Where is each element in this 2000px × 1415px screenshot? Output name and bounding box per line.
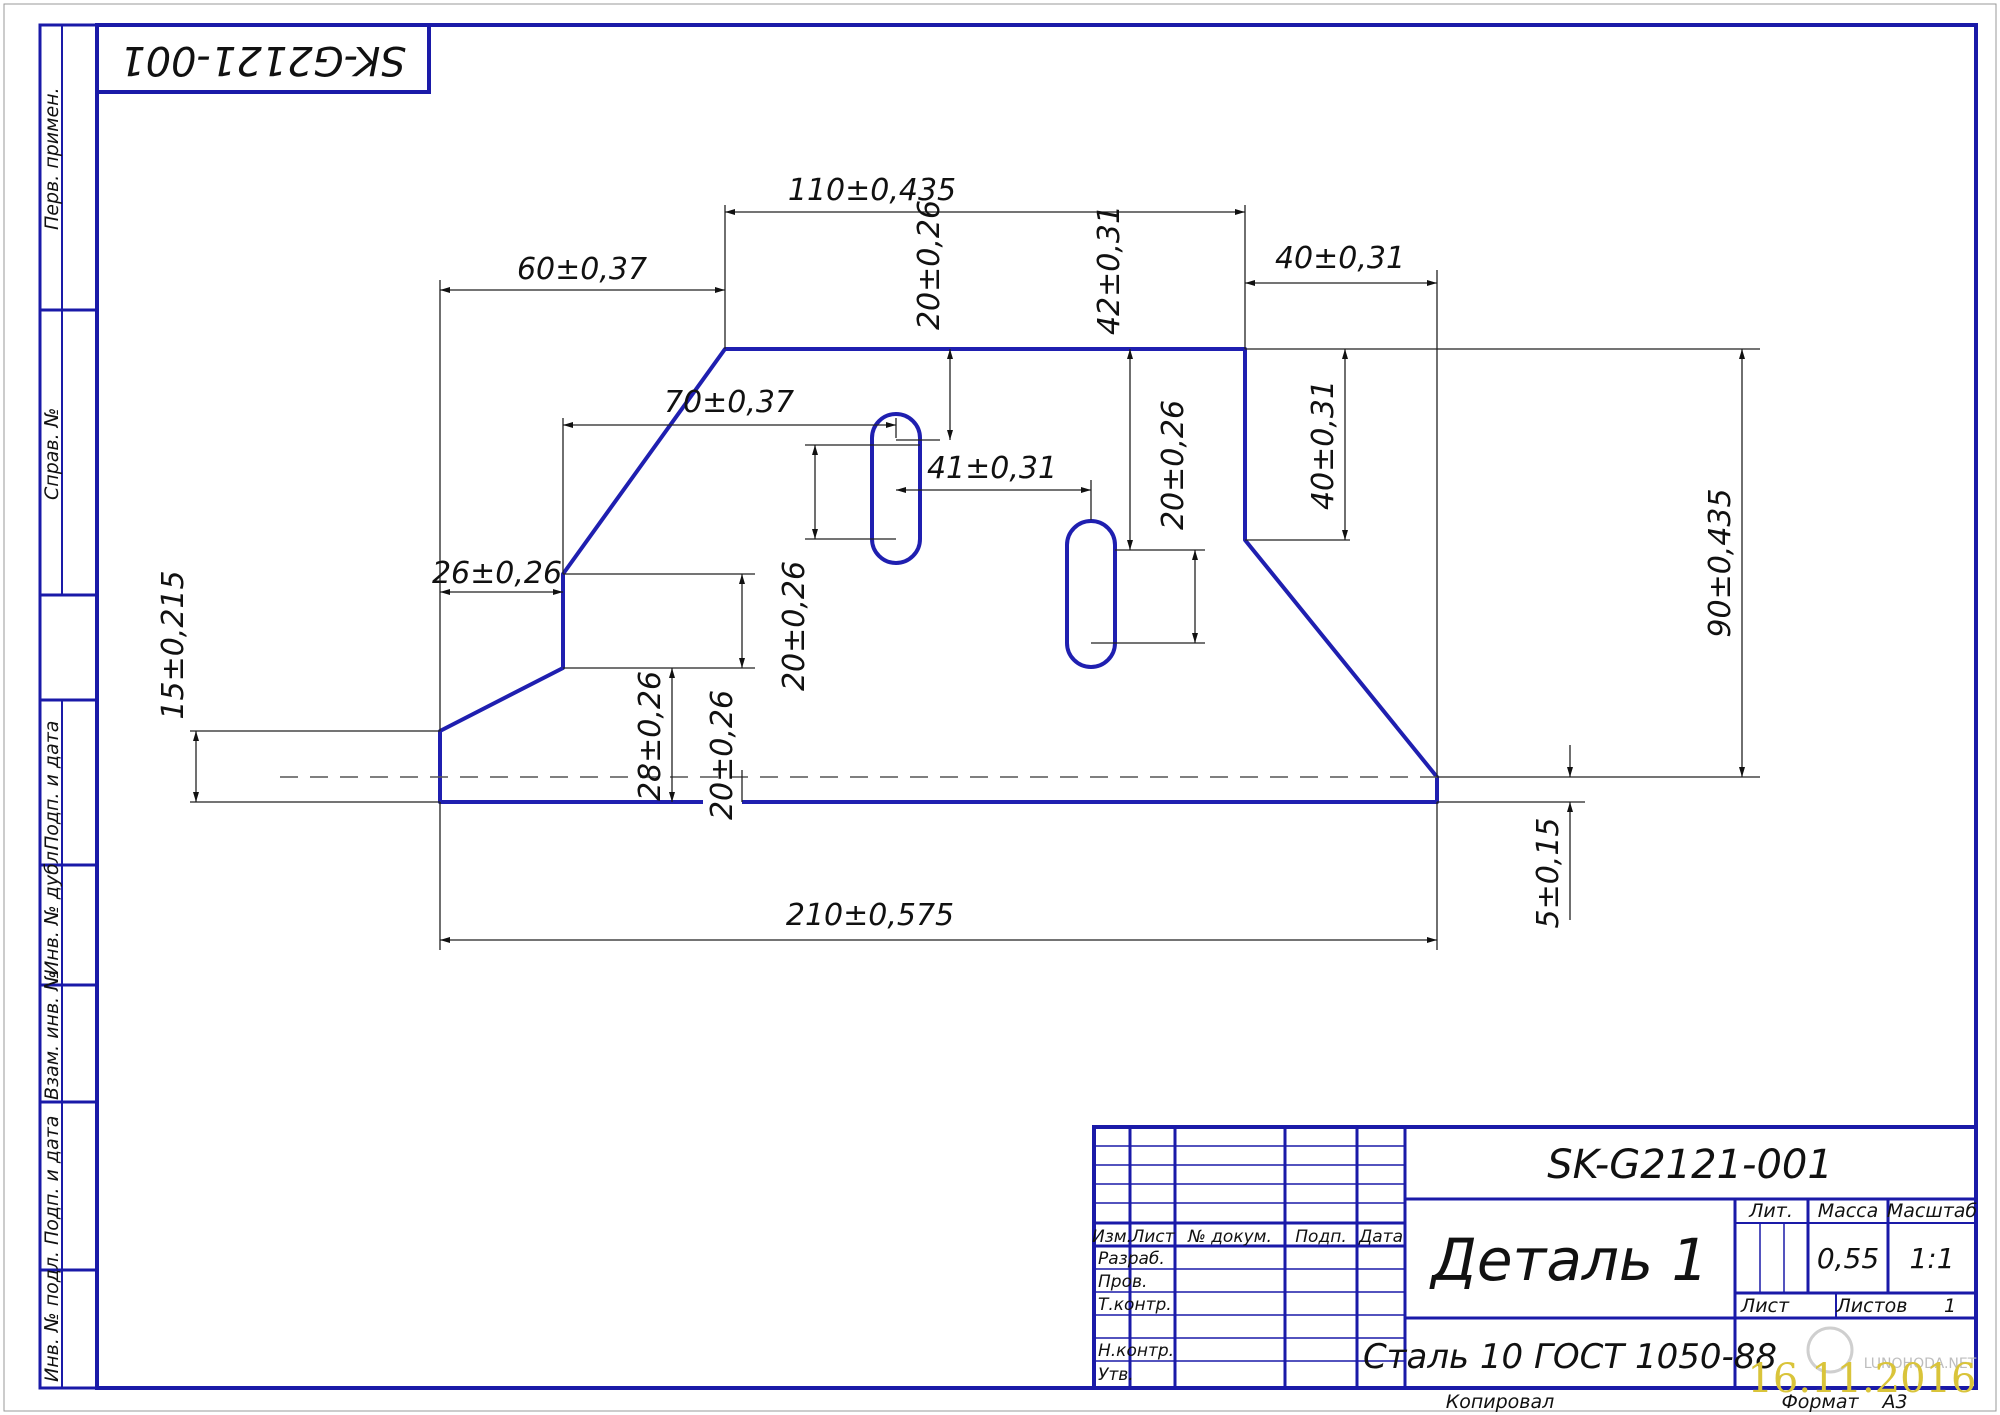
tb-sheets-count: 1 (1944, 1295, 1956, 1317)
dim-60-text: 60±0,37 (517, 252, 647, 287)
slot-1 (870, 412, 922, 565)
dim-40v-text: 40±0,31 (1306, 380, 1341, 510)
dim-90-text: 90±0,435 (1703, 488, 1738, 637)
format-value: А3 (1880, 1391, 1907, 1413)
copied-label: Копировал (1446, 1391, 1555, 1413)
tb-lit-label: Лит. (1748, 1200, 1793, 1222)
watermark: LUNOHODA.NET 16.11.2016 (1747, 1326, 1977, 1402)
format-label: Формат (1781, 1391, 1859, 1413)
tb-scale-value: 1:1 (1909, 1242, 1954, 1275)
dim-20b-text: 20±0,26 (1156, 400, 1191, 530)
dim-40-top-text: 40±0,31 (1275, 241, 1405, 276)
stamp-podp-data-2: Подп. и дата (41, 1116, 63, 1245)
tb-role-prov: Пров. (1098, 1272, 1147, 1292)
stamp-podp-data-1: Подп. и дата (41, 721, 63, 850)
stamp-inv-podl: Инв. № подл. (41, 1251, 63, 1382)
dim-15-text: 15±0,215 (156, 570, 191, 719)
dim-28-text: 28±0,26 (633, 671, 668, 801)
tb-scale-label: Масштаб (1887, 1200, 1978, 1222)
stamp-perv-primen: Перв. примен. (41, 87, 63, 230)
stamp-inv-dubl: Инв. № дубл. (41, 845, 63, 975)
extension-lines (190, 205, 1760, 950)
dimension-texts: 110±0,435 60±0,37 40±0,31 20±0,26 42±0,3… (156, 173, 1738, 933)
sheet-border (3, 3, 1997, 1412)
rotated-code-box: SK-G2121-001 (95, 23, 431, 94)
dim-210-text: 210±0,575 (786, 898, 954, 933)
tb-header-podp: Подп. (1295, 1227, 1346, 1247)
dim-70-text: 70±0,37 (664, 385, 794, 420)
watermark-site: LUNOHODA.NET (1864, 1356, 1977, 1372)
tb-sheet-label: Лист (1740, 1295, 1790, 1317)
tb-role-razrab: Разраб. (1098, 1249, 1165, 1269)
tb-role-tkontr: Т.контр. (1098, 1295, 1172, 1315)
part-outline (438, 347, 1439, 804)
dim-20a-text: 20±0,26 (912, 200, 947, 330)
stamp-vzam-inv: Взам. инв. № (41, 971, 63, 1100)
slot-2 (1065, 519, 1117, 669)
tb-mass-value: 0,55 (1817, 1242, 1879, 1275)
dim-42-text: 42±0,31 (1092, 205, 1127, 335)
dim-110-text: 110±0,435 (788, 173, 956, 208)
dim-26-text: 26±0,26 (432, 556, 562, 591)
tb-sheets-label: Листов (1836, 1295, 1908, 1317)
dimension-lines (193, 209, 1745, 943)
title-block: Изм. Лист № докум. Подп. Дата Разраб. Пр… (1092, 1125, 1978, 1390)
tb-header-doc: № докум. (1187, 1227, 1272, 1247)
tb-role-nkontr: Н.контр. (1098, 1341, 1174, 1361)
left-margin-strip (38, 23, 99, 1390)
tb-header-list: Лист (1130, 1227, 1175, 1247)
stamp-sprav-no: Справ. № (41, 408, 63, 500)
tb-drawing-code: SK-G2121-001 (1547, 1142, 1833, 1188)
rotated-drawing-code: SK-G2121-001 (120, 37, 406, 83)
dim-20d-text: 20±0,26 (705, 690, 740, 820)
tb-header-data: Дата (1358, 1227, 1403, 1247)
dim-20c-text: 20±0,26 (777, 561, 812, 691)
side-stamps: Перв. примен. Справ. № Подп. и дата Инв.… (38, 25, 97, 1388)
dim-41-text: 41±0,31 (927, 451, 1057, 486)
tb-role-utv: Утв. (1098, 1365, 1134, 1385)
dim-5-text: 5±0,15 (1531, 817, 1566, 928)
watermark-logo-icon (1806, 1326, 1854, 1374)
tb-material: Сталь 10 ГОСТ 1050-88 (1363, 1337, 1777, 1377)
watermark-date: 16.11.2016 (1747, 1356, 1976, 1402)
tb-part-title: Деталь 1 (1429, 1226, 1709, 1294)
tb-header-izm: Изм. (1092, 1227, 1132, 1247)
tb-mass-label: Масса (1818, 1200, 1879, 1222)
